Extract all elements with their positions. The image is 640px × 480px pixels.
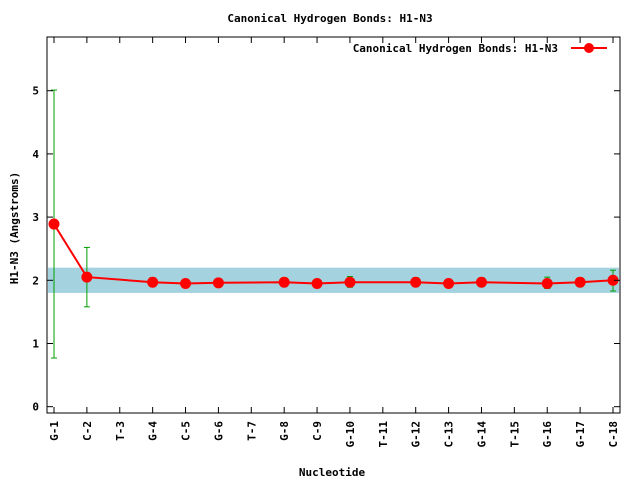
data-point — [180, 277, 192, 289]
data-point — [410, 276, 422, 288]
reference-band-layer — [48, 267, 619, 293]
x-tick-label: T-11 — [377, 421, 390, 448]
y-tick-label: 3 — [32, 211, 39, 224]
data-point — [541, 277, 553, 289]
y-tick-label: 2 — [32, 274, 39, 287]
x-tick-label: T-3 — [114, 421, 127, 441]
data-points-layer — [48, 218, 619, 289]
x-tick-label: G-8 — [278, 421, 291, 441]
plot-frame — [46, 36, 621, 414]
data-point — [344, 276, 356, 288]
reference-band — [48, 267, 619, 293]
data-point — [147, 276, 159, 288]
x-tick-label: C-9 — [311, 421, 324, 441]
x-tick-label: T-15 — [508, 421, 521, 448]
data-point — [443, 277, 455, 289]
data-point — [212, 277, 224, 289]
error-bars-layer — [51, 89, 616, 359]
data-point — [475, 276, 487, 288]
x-tick-label: G-17 — [574, 421, 587, 448]
x-tick-label: T-7 — [245, 421, 258, 441]
x-tick-label: C-18 — [607, 421, 620, 448]
x-axis-label: Nucleotide — [299, 466, 366, 479]
data-point — [81, 271, 93, 283]
x-tick-label: G-14 — [475, 421, 488, 448]
x-tick-label: G-4 — [147, 421, 160, 441]
x-tick-label: C-2 — [81, 421, 94, 441]
y-axis-label: H1-N3 (Angstroms) — [8, 172, 21, 285]
chart-title: Canonical Hydrogen Bonds: H1-N3 — [227, 12, 432, 25]
x-tick-label: C-13 — [443, 421, 456, 448]
y-tick-label: 1 — [32, 337, 39, 350]
x-tick-label: G-1 — [48, 421, 61, 441]
data-point — [574, 276, 586, 288]
x-tick-label: C-5 — [180, 421, 193, 441]
x-axis: G-1 C-2 T-3 G-4 C-5 G-6 T-7 G-8 C-9 G-10 T-11 G-12 C… — [48, 37, 620, 448]
y-axis: 0 1 2 3 4 5 — [32, 85, 620, 414]
data-point — [311, 277, 323, 289]
y-tick-label: 4 — [32, 148, 39, 161]
y-tick-label: 5 — [32, 85, 39, 98]
x-tick-label: G-16 — [541, 421, 554, 448]
x-tick-label: G-10 — [344, 421, 357, 448]
data-point — [278, 276, 290, 288]
y-tick-label: 0 — [32, 401, 39, 414]
legend-label: Canonical Hydrogen Bonds: H1-N3 — [353, 42, 558, 55]
x-tick-label: G-6 — [212, 421, 225, 441]
x-tick-label: G-12 — [410, 421, 423, 448]
data-point — [48, 218, 60, 230]
legend-marker — [584, 43, 594, 53]
legend: Canonical Hydrogen Bonds: H1-N3 — [353, 42, 607, 55]
